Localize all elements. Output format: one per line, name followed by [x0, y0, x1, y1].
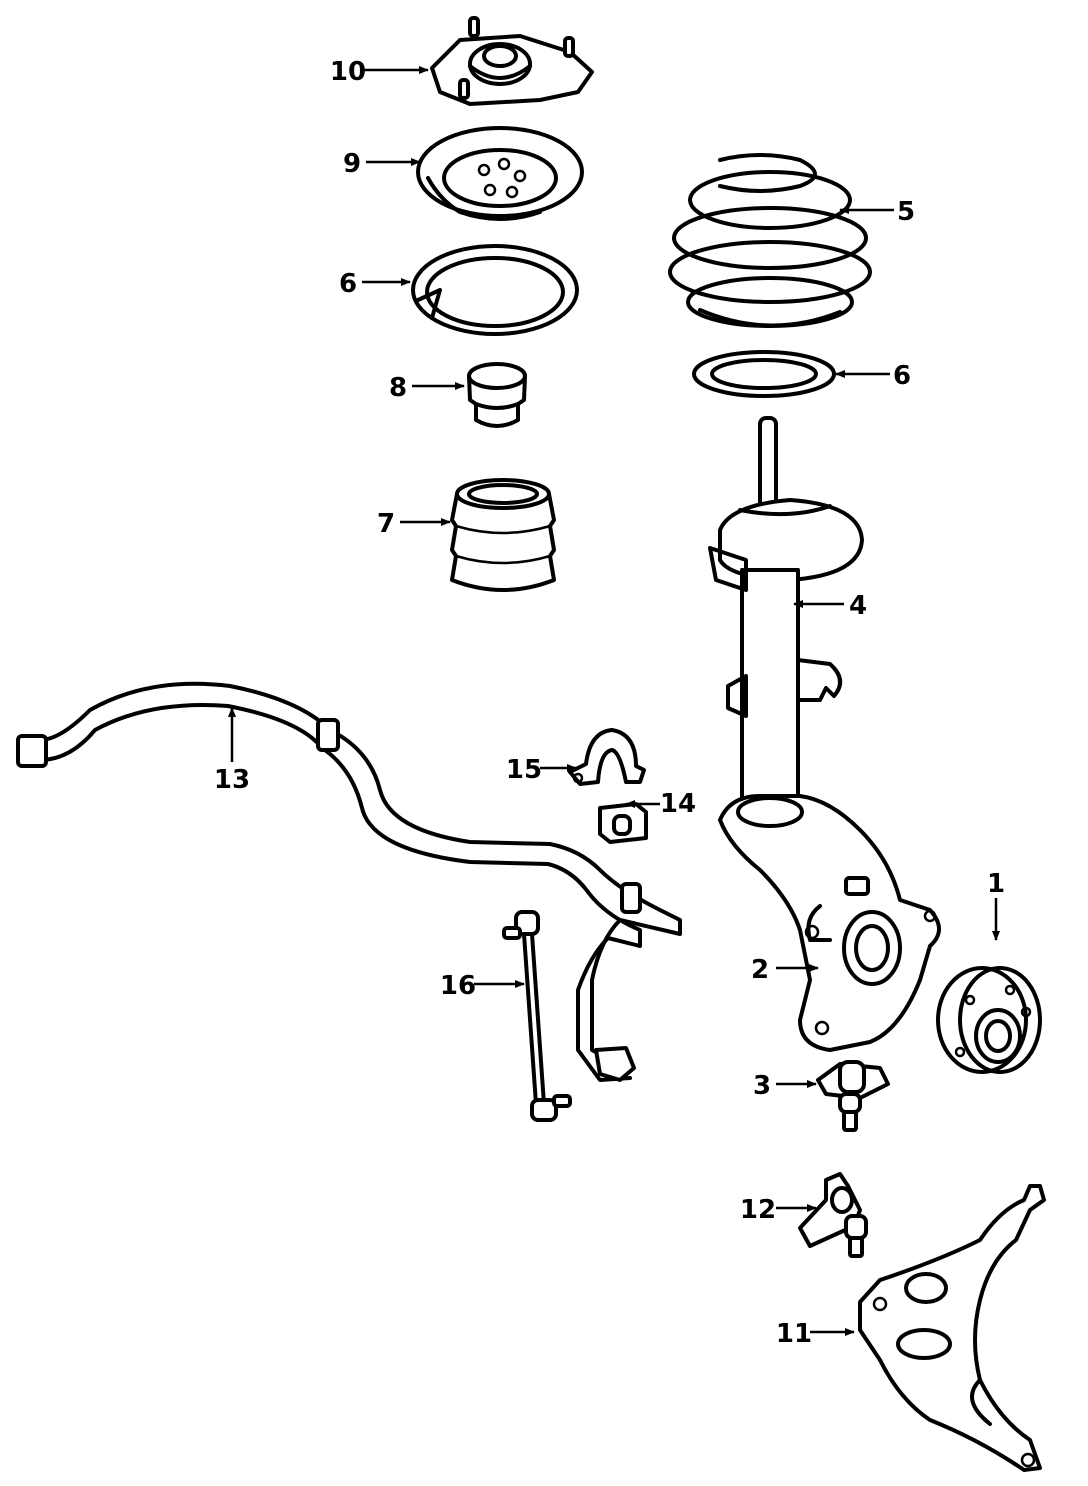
callout-9: 9 — [343, 149, 361, 179]
stabilizer-bushing-part — [598, 802, 648, 844]
callout-16: 16 — [440, 971, 476, 1001]
stabilizer-link-part — [502, 910, 572, 1122]
stabilizer-bar-part — [16, 681, 682, 1082]
callout-2: 2 — [751, 955, 769, 985]
spring-insulator-upper-part — [411, 244, 579, 336]
callout-1: 1 — [987, 869, 1005, 899]
callout-leaders — [228, 66, 1000, 1336]
callout-labels: 10 9 6 8 7 5 6 4 13 15 14 1 2 16 3 12 11 — [214, 57, 1005, 1349]
lower-ball-joint-part — [816, 1060, 890, 1132]
stabilizer-bracket-part — [568, 728, 646, 786]
coil-spring-part — [668, 153, 872, 328]
ball-joint-part — [798, 1172, 868, 1258]
callout-8: 8 — [389, 373, 407, 403]
upper-spring-seat-part — [416, 126, 584, 221]
callout-15: 15 — [506, 755, 542, 785]
bump-stop-part — [467, 362, 527, 428]
strut-assembly-part — [708, 416, 864, 810]
callout-6a: 6 — [339, 269, 357, 299]
callout-7: 7 — [377, 509, 395, 539]
callout-4: 4 — [849, 591, 867, 621]
strut-mount-part — [430, 16, 594, 106]
control-arm-part — [858, 1184, 1046, 1472]
callout-10: 10 — [330, 57, 366, 87]
wheel-hub-part — [936, 966, 1042, 1074]
callout-3: 3 — [753, 1071, 771, 1101]
callout-5: 5 — [897, 197, 915, 227]
callout-6b: 6 — [893, 361, 911, 391]
spring-insulator-lower-part — [692, 350, 836, 398]
steering-knuckle-part — [718, 794, 941, 1052]
callout-12: 12 — [740, 1195, 776, 1225]
callout-11: 11 — [776, 1319, 812, 1349]
dust-boot-part — [450, 478, 556, 592]
callout-14: 14 — [660, 789, 696, 819]
callout-13: 13 — [214, 765, 250, 795]
